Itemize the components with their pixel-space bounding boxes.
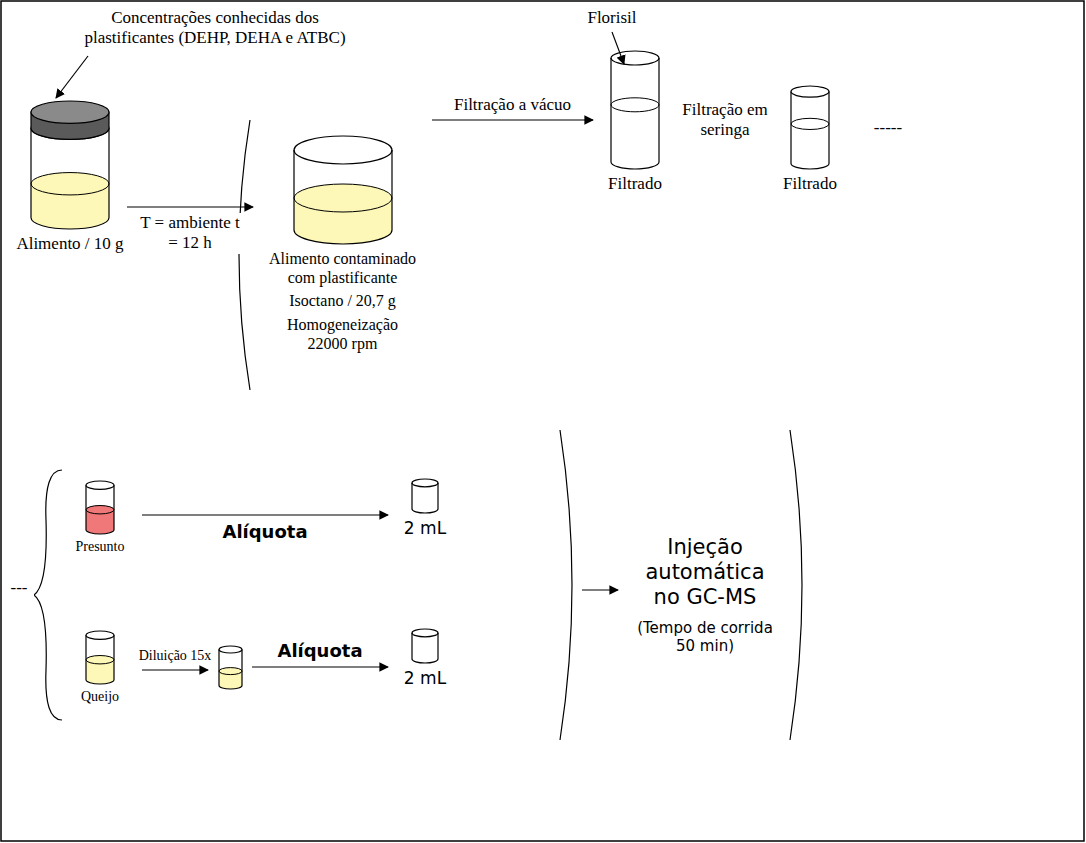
edge-label: T = ambiente t = 12 h: [136, 213, 245, 254]
filtrate-column: Filtrado: [595, 50, 675, 194]
bracket: [560, 430, 572, 740]
continuation-mark: ---: [4, 578, 34, 598]
vial: 2 mL: [390, 628, 460, 688]
material-label: Florisil: [572, 8, 652, 28]
bracket: [239, 120, 250, 390]
edge-label: Alíquota: [220, 521, 309, 543]
homogenizer-jar: Alimento contaminado com plastificanteIs…: [255, 135, 430, 353]
arrow: [127, 206, 253, 207]
dilution-tube: [210, 645, 250, 690]
arrow: [582, 589, 618, 590]
node-label: Presunto: [60, 539, 140, 556]
node-label: Queijo: [60, 689, 140, 706]
note: Concentrações conhecidas dos plastifican…: [70, 8, 360, 49]
leader-arrow: [612, 32, 624, 64]
instrument-step: Injeção automática no GC-MS (Tempo de cor…: [625, 535, 785, 655]
container-drawing: [30, 100, 110, 230]
arrow: [252, 666, 388, 667]
container-drawing: [411, 628, 439, 664]
arrow: [432, 119, 593, 120]
node-detail: Homogeneização 22000 rpm: [278, 315, 408, 353]
sample-jar: Alimento / 10 g: [15, 100, 125, 254]
node-label: Alimento / 10 g: [15, 234, 125, 254]
node-label: 2 mL: [390, 668, 460, 688]
vial: 2 mL: [390, 478, 460, 538]
sample-tube: Queijo: [60, 630, 140, 706]
brace: [34, 470, 62, 720]
node-label: Filtrado: [595, 174, 675, 194]
arrow: [142, 669, 208, 670]
node-label: Alimento contaminado com plastificante: [255, 249, 430, 287]
edge-label: Filtração a vácuo: [452, 95, 573, 115]
node-label: 2 mL: [390, 518, 460, 538]
container-drawing: [411, 478, 439, 514]
node-label: Filtrado: [770, 174, 850, 194]
container-drawing: [218, 645, 243, 690]
edge-label: Diluição 15x: [137, 648, 214, 665]
edge-label: Alíquota: [275, 640, 364, 662]
step-label: Filtração em seringa: [675, 100, 775, 141]
node-detail: (Tempo de corrida 50 min): [628, 619, 783, 655]
container-drawing: [610, 50, 660, 170]
container-drawing: [790, 85, 830, 170]
arrow: [142, 514, 388, 515]
node-detail: Isoctano / 20,7 g: [255, 291, 430, 310]
leader-arrow: [56, 56, 88, 98]
node-label: Injeção automática no GC-MS: [630, 535, 780, 611]
bracket: [790, 430, 802, 740]
continuation-mark: -----: [858, 118, 918, 138]
container-drawing: [293, 135, 393, 245]
sample-tube: Presunto: [60, 480, 140, 556]
container-drawing: [85, 630, 115, 685]
container-drawing: [85, 480, 115, 535]
filtrate-tube: Filtrado: [770, 85, 850, 194]
